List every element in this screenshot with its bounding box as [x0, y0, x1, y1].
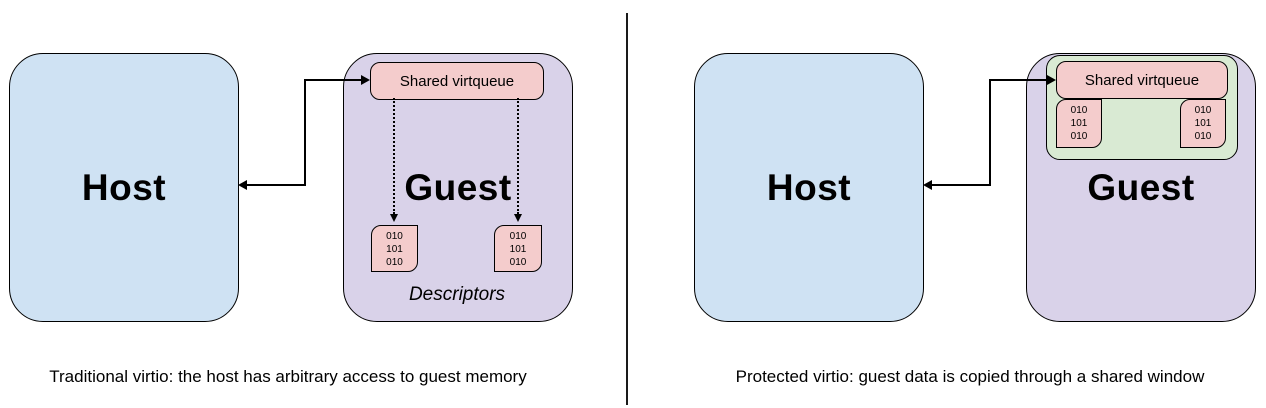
connector-line [304, 79, 362, 81]
host-box: Host [9, 53, 239, 322]
arrowhead-right-icon [1047, 75, 1056, 85]
host-box: Host [694, 53, 924, 322]
panel-caption: Protected virtio: guest data is copied t… [735, 367, 1205, 386]
arrowhead-left-icon [923, 180, 932, 190]
connector-line [247, 184, 306, 186]
descriptor-card: 010 101 010 [1056, 99, 1102, 148]
panel-caption: Traditional virtio: the host has arbitra… [49, 367, 527, 386]
shared-virtqueue-box: Shared virtqueue [1056, 61, 1228, 99]
arrowhead-down-icon [513, 214, 522, 222]
descriptor-card: 010 101 010 [494, 225, 542, 272]
dotted-connector-line [393, 98, 395, 214]
guest-label: Guest [1087, 166, 1195, 208]
shared-virtqueue-label: Shared virtqueue [399, 72, 515, 90]
guest-label: Guest [404, 166, 512, 208]
shared-virtqueue-box: Shared virtqueue [370, 62, 544, 100]
shared-virtqueue-label: Shared virtqueue [1084, 71, 1200, 89]
host-label: Host [766, 166, 852, 208]
descriptor-card: 010 101 010 [1180, 99, 1226, 148]
arrowhead-down-icon [389, 214, 398, 222]
descriptor-card: 010 101 010 [371, 225, 418, 272]
dotted-connector-line [517, 98, 519, 214]
traditional-virtio-panel: Host Guest Shared virtqueue 010 101 010 … [9, 53, 573, 386]
connector-line [304, 79, 306, 186]
panel-divider [626, 13, 628, 405]
connector-line [989, 79, 1047, 81]
arrowhead-left-icon [238, 180, 247, 190]
protected-virtio-panel: Host Guest Shared virtqueue 010 101 010 … [633, 0, 1266, 408]
descriptors-label: Descriptors [408, 284, 506, 305]
arrowhead-right-icon [361, 75, 370, 85]
connector-line [989, 79, 991, 186]
connector-line [932, 184, 989, 186]
host-label: Host [81, 166, 167, 208]
